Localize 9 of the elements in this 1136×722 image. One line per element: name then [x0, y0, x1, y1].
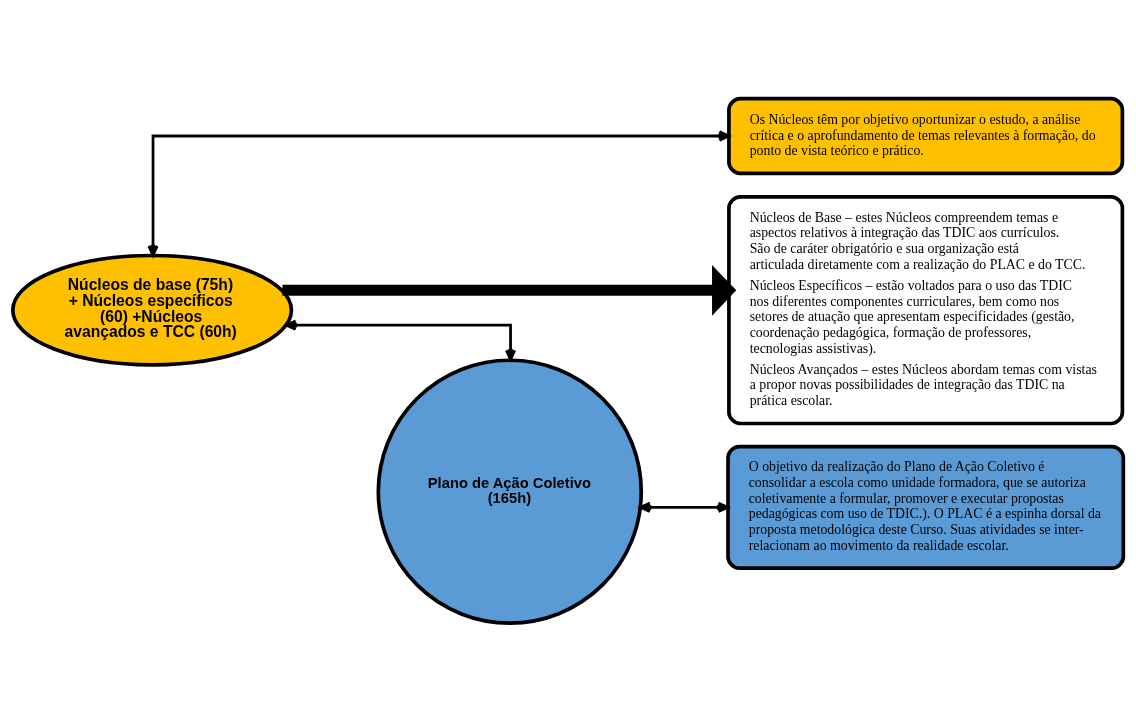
arrow [639, 501, 730, 513]
node-circle: Plano de Ação Coletivo (165h) [376, 358, 644, 625]
arrow [147, 130, 731, 257]
arrow [284, 319, 517, 362]
node-ellipse: Núcleos de base (75h) + Núcleos específicos (60) +Núcleos avançados e TCC (60h) [11, 253, 294, 367]
node-box: O objetivo da realização do Plano de Ação Coletivo é consolidar a escola como unidade formadora, que se autoriza coletivamente a formular, promover e executar propostas pedagógicas com uso de TDIC.). O PLAC é a espinha dorsal da proposta metodológica deste Curso. Suas atividades se inter-relacionam ao movimento da realidade escolar. [726, 444, 1126, 570]
node-box: Núcleos de Base – estes Núcleos compreendem temas e aspectos relativos à integração das TDIC aos currículos. São de caráter obrigatório e sua organização está articulada diretamente com a realização do PLAC e do TCC. Núcleos Específicos – estão voltados para o uso das TDIC nos diferentes componentes curriculares, bem como nos setores de atuação que apresentam especificidades (gestão, coordenação pedagógica, formação de professores, tecnologias assistivas). Núcleos Avançados – estes Núcleos abordam temas com vistas a propor novas possibilidades de integração das TDIC na prática escolar. [727, 194, 1125, 426]
arrow [282, 264, 737, 316]
node-box: Os Núcleos têm por objetivo oportunizar o estudo, a análise crítica e o aprofundamento de temas relevantes à formação, do ponto de vista teórico e prático. [727, 96, 1125, 176]
